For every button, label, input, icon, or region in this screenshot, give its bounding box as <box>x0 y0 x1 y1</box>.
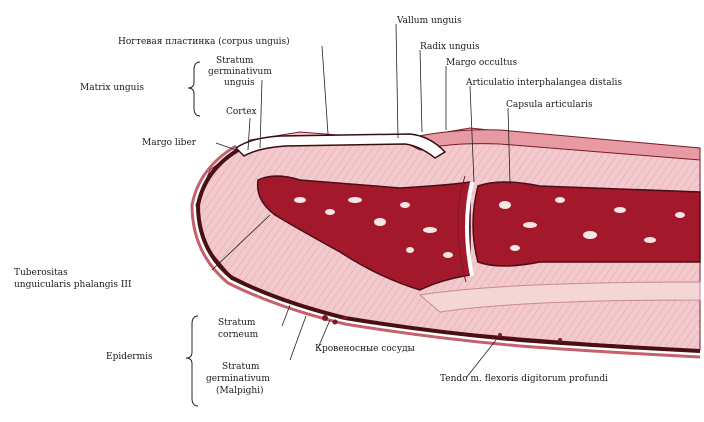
middle-phalanx-bone <box>473 182 700 266</box>
label-radix-unguis: Radix unguis <box>420 42 480 52</box>
label-stratum-germ-unguis-1: Stratum <box>216 56 253 66</box>
label-articulatio: Articulatio interphalangea distalis <box>466 78 622 88</box>
label-blood-vessels: Кровеносные сосуды <box>315 344 415 354</box>
label-tuberositas-2: unguicularis phalangis III <box>14 280 132 290</box>
label-tuberositas-1: Tuberositas <box>14 268 68 278</box>
label-margo-occultus: Margo occultus <box>446 58 517 68</box>
label-margo-liber: Margo liber <box>142 138 196 148</box>
label-stratum-corneum-2: corneum <box>218 330 258 340</box>
label-vallum-unguis: Vallum unguis <box>397 16 462 26</box>
matrix-brace <box>188 62 200 116</box>
label-epidermis: Epidermis <box>106 352 153 362</box>
label-cortex: Cortex <box>226 107 257 117</box>
label-stratum-corneum-1: Stratum <box>218 318 255 328</box>
epidermis-brace <box>186 316 198 406</box>
label-stratum-germ-malpighi-2: germinativum <box>206 374 270 384</box>
label-stratum-germ-unguis-2: germinativum <box>208 67 272 77</box>
label-tendo-flexoris: Tendo m. flexoris digitorum profundi <box>440 374 608 384</box>
label-capsula: Capsula articularis <box>506 100 593 110</box>
label-stratum-germ-malpighi-3: (Malpighi) <box>216 386 264 396</box>
label-stratum-germ-unguis-3: unguis <box>224 78 255 88</box>
label-nail-plate: Ногтевая пластинка (corpus unguis) <box>118 37 290 47</box>
label-matrix-unguis: Matrix unguis <box>80 83 144 93</box>
label-stratum-germ-malpighi-1: Stratum <box>222 362 259 372</box>
